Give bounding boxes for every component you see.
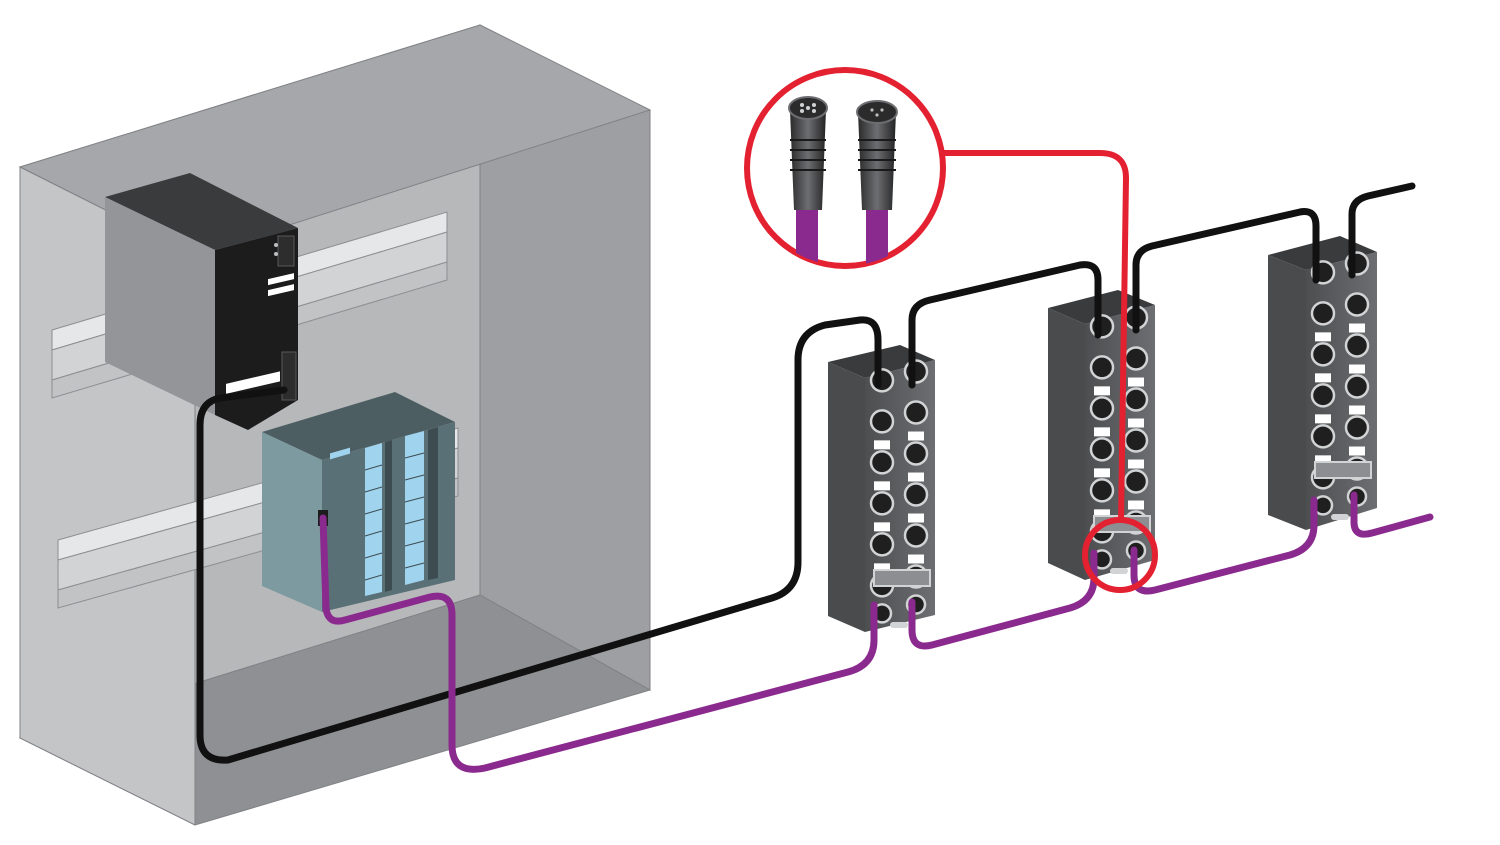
m12-port-icon (869, 368, 895, 393)
m12-port-icon (869, 450, 895, 475)
plc-io-led-strip-2 (405, 427, 438, 585)
callout-port-highlight-ring (1082, 517, 1158, 593)
m12-port-icon (1344, 292, 1370, 317)
m12-port-icon (1089, 437, 1115, 462)
bus-cable-module-1-to-module-2 (908, 549, 1098, 650)
io-module-port-array (869, 251, 1372, 628)
port-label-plate (1094, 427, 1110, 437)
port-label-plate (1128, 459, 1144, 469)
port-label-plate (874, 440, 890, 450)
m12-port-icon (1344, 374, 1370, 399)
m12-port-icon (1344, 415, 1370, 440)
callout-zoom-circle (744, 67, 946, 269)
callout-leader-line (940, 150, 1130, 523)
m12-port-icon (903, 441, 929, 466)
port-label-plate (1349, 446, 1365, 456)
power-cable-psu-to-module-1 (196, 316, 882, 764)
m12-port-icon (1344, 333, 1370, 358)
m12-port-icon (1089, 355, 1115, 380)
m12-port-icon (1089, 478, 1115, 503)
module-status-indicator (1331, 514, 1349, 520)
m12-port-icon (903, 482, 929, 507)
m12-port-icon (869, 532, 895, 557)
port-label-plate (1094, 509, 1110, 519)
m12-port-icon (869, 409, 895, 434)
m12-female-connector-icon (856, 100, 898, 266)
port-label-plate (1128, 500, 1144, 510)
port-label-plate (908, 554, 924, 564)
m12-male-connector-icon (788, 96, 828, 266)
port-label-plate (874, 563, 890, 573)
power-cable-module-2-to-module-3 (1132, 208, 1320, 334)
bus-cable-run (319, 491, 1434, 773)
port-label-plate (1315, 455, 1331, 465)
bus-cable-module-2-to-module-3 (1130, 496, 1318, 595)
m12-port-icon (869, 491, 895, 516)
bus-cable-module-3-out (1350, 491, 1434, 538)
port-label-plate (1349, 405, 1365, 415)
plc (262, 392, 455, 612)
module-status-indicator (1110, 568, 1128, 574)
m12-port-icon (1123, 346, 1149, 371)
port-label-plate (1128, 418, 1144, 428)
plc-io-led-strip-1 (365, 440, 392, 596)
port-label-plate (874, 481, 890, 491)
control-cabinet (18, 24, 652, 826)
m12-port-icon (903, 359, 929, 384)
port-label-plate (1094, 468, 1110, 478)
m12-port-icon (1123, 469, 1149, 494)
connector-callout (744, 67, 1158, 593)
port-label-plate (908, 472, 924, 482)
port-label-plate (908, 513, 924, 523)
port-label-plate (908, 431, 924, 441)
port-label-plate (874, 522, 890, 532)
port-label-plate (1349, 364, 1365, 374)
plc-cpu-label (330, 447, 350, 460)
module-label-window (873, 569, 931, 587)
power-cable-module-1-to-module-2 (908, 261, 1102, 389)
m12-port-icon (1310, 383, 1336, 408)
port-label-plate (1128, 377, 1144, 387)
m12-port-icon (1089, 396, 1115, 421)
bus-cable-plc-to-module-1 (319, 514, 878, 773)
module-label-window (1314, 461, 1372, 479)
port-label-plate (1315, 373, 1331, 383)
m12-port-icon (1310, 424, 1336, 449)
port-label-plate (1315, 414, 1331, 424)
m12-port-icon (1089, 314, 1115, 339)
port-label-plate (1315, 332, 1331, 342)
m12-port-icon (903, 400, 929, 425)
psu-status-leds (277, 235, 295, 267)
m12-port-icon (903, 523, 929, 548)
port-label-plate (1094, 386, 1110, 396)
m12-port-icon (1310, 342, 1336, 367)
power-cable-run (196, 182, 1416, 764)
m12-port-icon (1123, 387, 1149, 412)
m12-port-icon (1123, 428, 1149, 453)
port-label-plate (1349, 323, 1365, 333)
power-cable-module-3-out (1348, 182, 1416, 279)
m12-port-icon (1310, 301, 1336, 326)
module-status-indicator (890, 622, 908, 628)
